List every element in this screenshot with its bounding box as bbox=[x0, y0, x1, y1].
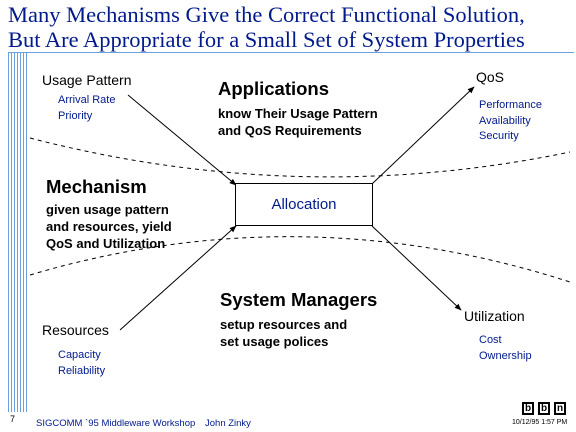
system-managers-description: setup resources and set usage polices bbox=[220, 316, 347, 350]
page-number: 7 bbox=[10, 414, 16, 424]
arrow-usage-to-allocation bbox=[127, 94, 237, 186]
utilization-item-ownership: Ownership bbox=[479, 349, 532, 362]
logo-letter-1: b bbox=[522, 402, 534, 415]
utilization-items: Cost Ownership bbox=[479, 333, 532, 364]
resources-label: Resources bbox=[42, 322, 109, 338]
system-managers-line-2: set usage polices bbox=[220, 334, 329, 349]
mechanism-description: given usage pattern and resources, yield… bbox=[46, 201, 172, 252]
footer-author: John Zinky bbox=[205, 418, 251, 429]
title-divider bbox=[8, 52, 574, 53]
allocation-label: Allocation bbox=[271, 196, 337, 213]
applications-line-2: and QoS Requirements bbox=[218, 123, 362, 138]
arrow-resources-to-allocation bbox=[119, 225, 237, 331]
system-managers-heading: System Managers bbox=[220, 289, 378, 310]
qos-item-performance: Performance bbox=[479, 99, 542, 111]
resources-item-reliability: Reliability bbox=[58, 364, 106, 377]
arrow-allocation-to-qos bbox=[371, 86, 475, 185]
arrow-allocation-to-utilization bbox=[371, 225, 462, 311]
applications-line-1: know Their Usage Pattern bbox=[218, 106, 378, 121]
bbn-logo: b b n bbox=[522, 401, 566, 416]
usage-item-priority: Priority bbox=[58, 109, 93, 122]
applications-heading: Applications bbox=[218, 78, 330, 99]
usage-item-arrival-rate: Arrival Rate bbox=[58, 94, 116, 106]
title-line-1: Many Mechanisms Give the Correct Functio… bbox=[8, 2, 525, 27]
logo-letter-3: n bbox=[554, 402, 566, 415]
system-managers-line-1: setup resources and bbox=[220, 317, 348, 332]
upper-boundary-dashed bbox=[29, 137, 571, 178]
footer-date: 10/12/95 1:57 PM bbox=[512, 419, 568, 426]
mechanism-line-1: given usage pattern bbox=[46, 202, 169, 217]
mechanism-heading: Mechanism bbox=[46, 176, 147, 197]
allocation-box: Allocation bbox=[235, 183, 373, 226]
applications-description: know Their Usage Pattern and QoS Require… bbox=[218, 105, 378, 139]
qos-label: QoS bbox=[476, 69, 505, 85]
usage-pattern-label: Usage Pattern bbox=[42, 72, 132, 88]
qos-items: Performance Availability Security bbox=[479, 98, 542, 145]
utilization-item-cost: Cost bbox=[479, 334, 502, 346]
mechanism-line-3: QoS and Utilization bbox=[46, 236, 166, 251]
logo-letter-2: b bbox=[538, 402, 550, 415]
utilization-label: Utilization bbox=[464, 308, 525, 324]
resources-item-capacity: Capacity bbox=[58, 349, 101, 361]
usage-pattern-items: Arrival Rate Priority bbox=[58, 93, 115, 124]
qos-item-availability: Availability bbox=[479, 114, 531, 127]
decorative-stripes bbox=[8, 52, 28, 412]
slide-title: Many Mechanisms Give the Correct Functio… bbox=[8, 2, 574, 52]
title-line-2: But Are Appropriate for a Small Set of S… bbox=[8, 27, 525, 52]
resources-items: Capacity Reliability bbox=[58, 348, 105, 379]
mechanism-line-2: and resources, yield bbox=[46, 219, 172, 234]
qos-item-security: Security bbox=[479, 130, 519, 142]
footer-event: SIGCOMM `95 Middleware Workshop bbox=[36, 418, 196, 429]
lower-boundary-dashed bbox=[29, 236, 571, 283]
